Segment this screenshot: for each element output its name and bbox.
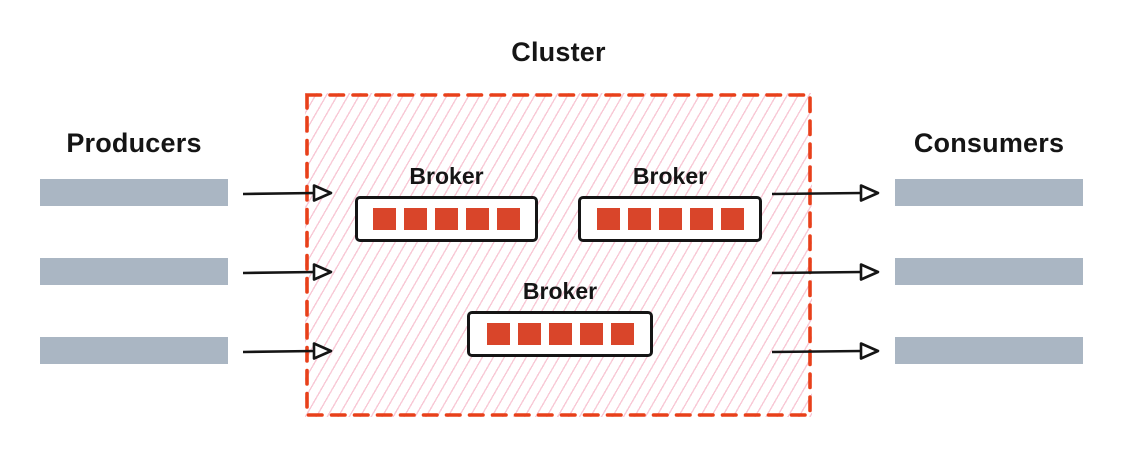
arrow-right-icon <box>243 183 333 202</box>
consumer-bar <box>895 337 1083 364</box>
partition-square <box>373 208 396 230</box>
arrow-right-icon <box>243 262 333 281</box>
partition-square <box>517 323 541 345</box>
partition-square <box>579 323 603 345</box>
broker-box <box>578 196 762 242</box>
broker: Broker <box>467 277 653 357</box>
producer-row <box>40 337 333 364</box>
partition-square <box>596 208 620 230</box>
arrow-right-icon <box>772 341 880 360</box>
partition-square <box>627 208 651 230</box>
consumer-bar <box>895 179 1083 206</box>
broker-box <box>467 311 653 357</box>
broker-label: Broker <box>409 163 484 189</box>
partition-square <box>497 208 520 230</box>
producer-bar <box>40 337 228 364</box>
broker-box <box>355 196 538 242</box>
broker: Broker <box>355 162 538 242</box>
partition-square <box>689 208 713 230</box>
producer-bar <box>40 179 228 206</box>
producer-row <box>40 179 333 206</box>
arrow-right-icon <box>243 341 333 360</box>
producers-label: Producers <box>66 128 202 158</box>
partition-square <box>720 208 744 230</box>
partition-square <box>658 208 682 230</box>
producer-rows <box>40 179 333 416</box>
consumer-row <box>772 258 1083 285</box>
partition-square <box>435 208 458 230</box>
cluster-dashed-border <box>305 93 812 417</box>
arrow-right-icon <box>772 262 880 281</box>
arrow-right-icon <box>772 183 880 202</box>
broker-label: Broker <box>522 278 598 304</box>
partition-square <box>466 208 489 230</box>
producer-bar <box>40 258 228 285</box>
partition-square <box>610 323 634 345</box>
consumer-bar <box>895 258 1083 285</box>
producer-row <box>40 258 333 285</box>
partition-square <box>548 323 572 345</box>
consumers-label: Consumers <box>913 128 1065 158</box>
consumer-rows <box>772 179 1083 416</box>
cluster-title: Cluster <box>511 37 606 67</box>
partition-square <box>404 208 427 230</box>
broker-label: Broker <box>632 163 708 189</box>
consumer-row <box>772 337 1083 364</box>
partition-square <box>486 323 510 345</box>
broker: Broker <box>578 162 762 242</box>
cluster-region <box>305 93 812 417</box>
consumer-row <box>772 179 1083 206</box>
